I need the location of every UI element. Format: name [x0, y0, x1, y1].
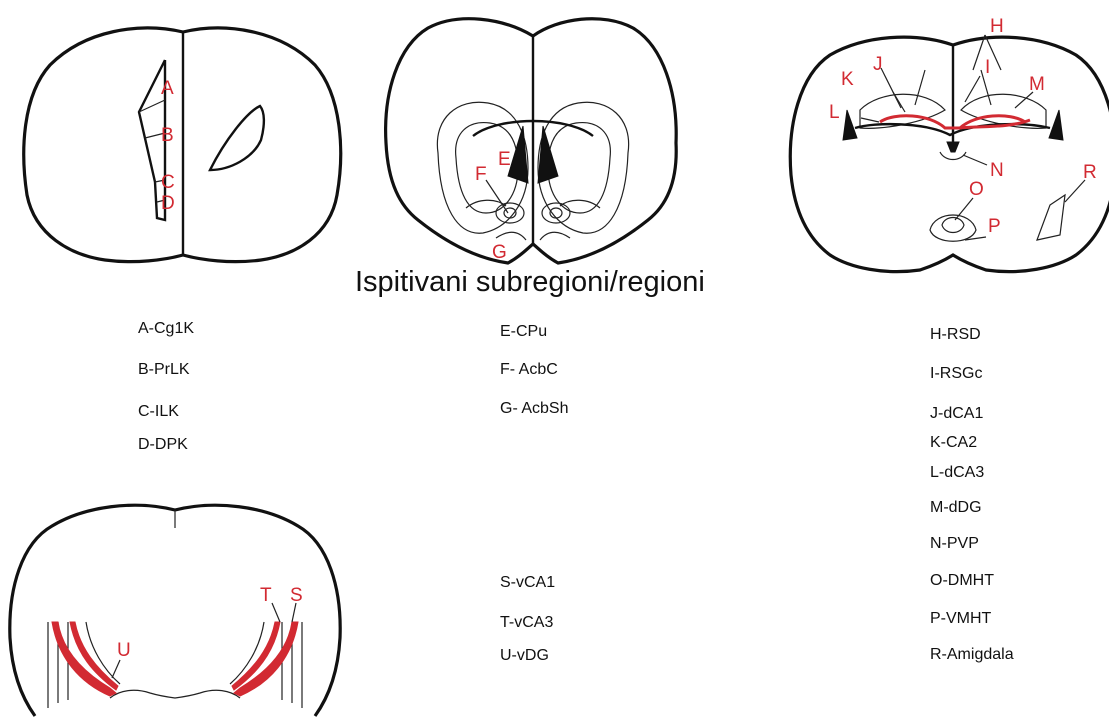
legend-item-p: P-VMHT	[930, 610, 991, 628]
marker-E: E	[498, 149, 511, 170]
legend-item-m: M-dDG	[930, 499, 982, 517]
marker-U: U	[117, 640, 131, 661]
figure-title: Ispitivani subregioni/regioni	[355, 266, 705, 299]
legend-item-f: F- AcbC	[500, 361, 558, 379]
marker-F: F	[475, 164, 487, 185]
ventral-hippocampus-section-diagram: U T S	[0, 498, 350, 718]
prefrontal-section-diagram: A B C D	[15, 20, 345, 280]
legend-item-r: R-Amigdala	[930, 646, 1014, 664]
legend-item-j: J-dCA1	[930, 405, 983, 423]
legend-item-h: H-RSD	[930, 326, 981, 344]
marker-M: M	[1029, 74, 1045, 95]
legend-item-n: N-PVP	[930, 535, 979, 553]
marker-T: T	[260, 585, 272, 606]
marker-A: A	[161, 78, 174, 99]
marker-B: B	[161, 125, 174, 146]
legend-item-s: S-vCA1	[500, 574, 555, 592]
legend-item-d: D-DPK	[138, 436, 188, 454]
marker-O: O	[969, 179, 984, 200]
legend-item-o: O-DMHT	[930, 572, 994, 590]
ventricle-shape	[210, 106, 264, 170]
marker-C: C	[161, 172, 175, 193]
legend-item-g: G- AcbSh	[500, 400, 568, 418]
dorsal-hippocampus-section-diagram: H I J K L M N O P R	[785, 10, 1105, 280]
marker-J: J	[873, 54, 883, 75]
marker-S: S	[290, 585, 303, 606]
marker-I: I	[985, 57, 990, 78]
legend-item-t: T-vCA3	[500, 614, 553, 632]
brain-outline	[386, 19, 677, 263]
marker-P: P	[988, 216, 1001, 237]
legend-item-e: E-CPu	[500, 323, 547, 341]
left-ventricle	[508, 126, 528, 183]
right-ventricle	[538, 126, 558, 183]
marker-D: D	[161, 193, 175, 214]
marker-R: R	[1083, 162, 1097, 183]
legend-item-i: I-RSGc	[930, 365, 982, 383]
legend-item-k: K-CA2	[930, 434, 977, 452]
legend-item-u: U-vDG	[500, 647, 549, 665]
marker-H: H	[990, 16, 1004, 37]
marker-L: L	[829, 102, 840, 123]
marker-N: N	[990, 160, 1004, 181]
legend-item-b: B-PrLK	[138, 361, 190, 379]
left-ventral-hippocampus-red	[52, 622, 116, 696]
marker-G: G	[492, 242, 507, 263]
brain-outline	[10, 505, 340, 716]
legend-item-a: A-Cg1K	[138, 320, 194, 338]
legend-item-l: L-dCA3	[930, 464, 984, 482]
legend-item-c: C-ILK	[138, 403, 179, 421]
left-ventricle	[843, 110, 857, 140]
striatum-section-diagram: E F G	[378, 8, 683, 270]
marker-K: K	[841, 69, 854, 90]
right-ventricle	[1049, 110, 1063, 140]
right-ventral-hippocampus-red	[234, 622, 298, 696]
brain-outline	[790, 37, 1109, 271]
